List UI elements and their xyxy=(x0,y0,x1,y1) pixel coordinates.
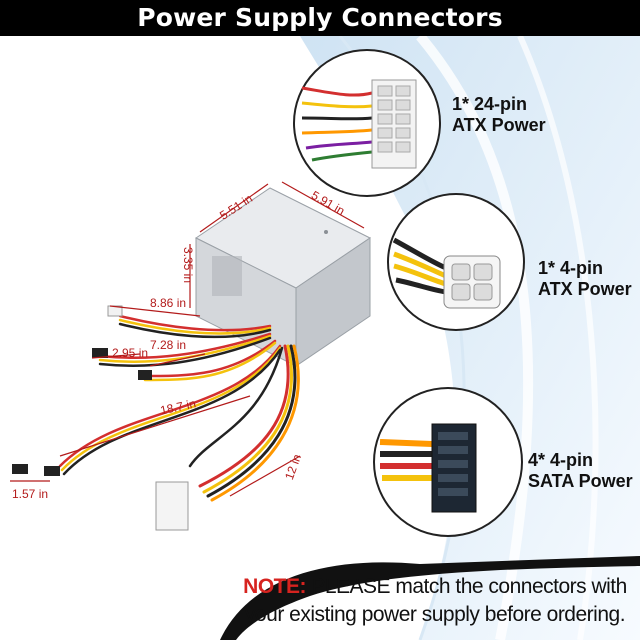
cable-bundle xyxy=(58,314,300,502)
header-bar: Power Supply Connectors xyxy=(0,0,640,36)
connector-4pin-atx-type: ATX Power xyxy=(538,279,632,299)
note-prefix: NOTE: xyxy=(243,575,306,598)
dim-cable-c-label: 7.28 in xyxy=(150,338,187,352)
dimension-lines xyxy=(10,181,365,497)
dim-height-label: 3.35 in xyxy=(181,246,196,284)
connector-sata-image xyxy=(373,387,523,537)
connector-4pin-atx-count: 1* 4-pin xyxy=(538,258,604,278)
note-line-2: your existing power supply before orderi… xyxy=(230,603,640,627)
power-supply-illustration xyxy=(10,181,371,531)
connector-sata-type: SATA Power xyxy=(528,471,633,491)
connector-24pin-image xyxy=(293,49,441,197)
connector-24pin-count: 1* 24-pin xyxy=(452,94,528,114)
connector-4pin-atx-image xyxy=(387,193,525,331)
note-line-1: NOTE: PLEASE match the connectors with xyxy=(230,575,640,599)
connector-4pin-atx-label: 1* 4-pin ATX Power xyxy=(538,258,632,300)
note-text-1: PLEASE match the connectors with xyxy=(305,575,627,598)
connector-24pin-label: 1* 24-pin ATX Power xyxy=(452,94,546,136)
psu-unit xyxy=(195,187,371,367)
dim-cable-f-label: 1.57 in xyxy=(12,487,49,501)
connector-24pin-type: ATX Power xyxy=(452,115,546,135)
connector-sata-label: 4* 4-pin SATA Power xyxy=(528,450,633,492)
page-title: Power Supply Connectors xyxy=(137,3,503,32)
dim-cable-a-label: 8.86 in xyxy=(150,296,187,310)
note-text-2: your existing power supply before orderi… xyxy=(244,603,626,626)
dim-cable-b-label: 2.95 in xyxy=(112,346,149,360)
connector-sata-count: 4* 4-pin xyxy=(528,450,594,470)
